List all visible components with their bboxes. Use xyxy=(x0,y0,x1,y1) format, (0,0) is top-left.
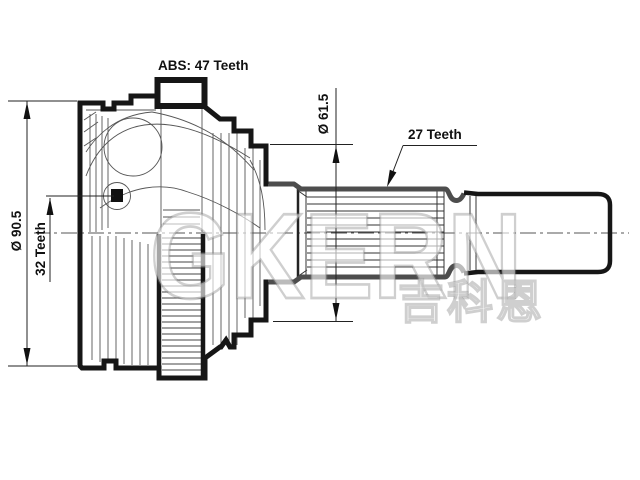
spline-bottom-edge xyxy=(266,262,467,285)
housing-outline xyxy=(77,77,269,381)
dimension-arrows xyxy=(23,102,397,365)
boot-band-edges xyxy=(156,234,206,376)
watermark-cjk-text: 吉科恩 xyxy=(398,276,545,328)
boot-band-serrations xyxy=(162,237,201,371)
abs-ring-block xyxy=(154,77,208,109)
ring-diameter-label: Ø 61.5 xyxy=(316,93,331,134)
outer-diameter-label: Ø 90.5 xyxy=(9,210,24,251)
inner-spline-teeth-label: 32 Teeth xyxy=(33,222,48,276)
spline-shaft xyxy=(296,186,477,280)
shaft-end-outline xyxy=(463,190,613,276)
spline-end-lines xyxy=(305,189,477,277)
spline-top-edge xyxy=(266,181,467,204)
section-ball-detail xyxy=(111,189,123,202)
housing-internal-ghost-lines xyxy=(83,108,266,365)
spline-lines xyxy=(307,196,444,268)
watermark: GKERN 吉科恩 xyxy=(149,186,545,328)
shaft-teeth-label: 27 Teeth xyxy=(408,127,462,142)
watermark-latin-text: GKERN xyxy=(150,188,522,324)
abs-teeth-label: ABS: 47 Teeth xyxy=(158,58,249,73)
